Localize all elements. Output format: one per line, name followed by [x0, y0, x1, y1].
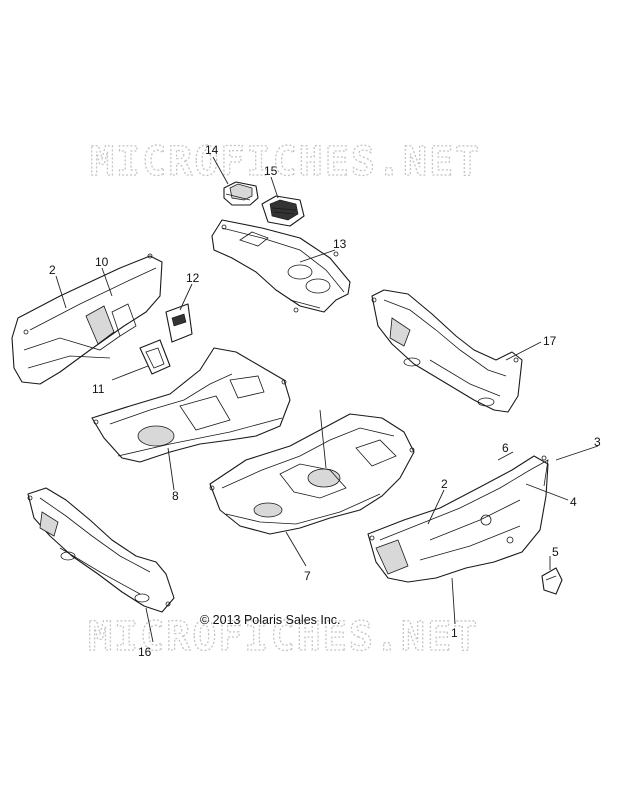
- part-13-console-cover: [223, 181, 259, 206]
- part-6-bracket: [541, 567, 563, 595]
- part-7-main-floor: [209, 413, 415, 535]
- part-10-cover: [139, 339, 171, 375]
- callout-5: 6: [502, 441, 509, 455]
- part-8-front-floor: [91, 347, 291, 463]
- part-15-left-panel: [27, 487, 175, 613]
- callout-11: 12: [186, 271, 200, 285]
- callout-8: 8: [172, 489, 179, 503]
- callout-2-right: 2: [441, 477, 448, 491]
- callout-16: 17: [543, 334, 557, 348]
- copyright-text: © 2013 Polaris Sales Inc.: [200, 613, 341, 627]
- callout-7: 7: [304, 569, 311, 583]
- callout-15: 16: [138, 645, 152, 659]
- watermark-top: MICROFICHES.NET: [90, 139, 481, 185]
- callout-1: 1: [451, 626, 458, 640]
- callouts: 14 15 13 10 2 12 11 17 8 7 16 1 2 6 3 4 …: [49, 143, 601, 659]
- watermark-bottom: MICROFICHES.NET: [88, 614, 479, 660]
- part-1-rear-bulkhead: [367, 455, 549, 583]
- callout-9: 10: [95, 255, 109, 269]
- callout-3: 3: [594, 435, 601, 449]
- part-16-right-panel: [371, 289, 523, 413]
- callout-6: 5: [552, 545, 559, 559]
- leader-lines: [55, 156, 599, 643]
- part-14-shifter-boot: [261, 195, 305, 227]
- callout-14: 15: [264, 164, 278, 178]
- callout-12: 13: [333, 237, 347, 251]
- part-12-center-console: [211, 219, 351, 313]
- part-9-dash-panel: [11, 253, 163, 385]
- callout-2-left: 2: [49, 263, 56, 277]
- callout-13: 14: [205, 143, 219, 157]
- part-11-plate: [165, 303, 193, 343]
- callout-4: 4: [570, 495, 577, 509]
- callout-10: 11: [92, 382, 105, 396]
